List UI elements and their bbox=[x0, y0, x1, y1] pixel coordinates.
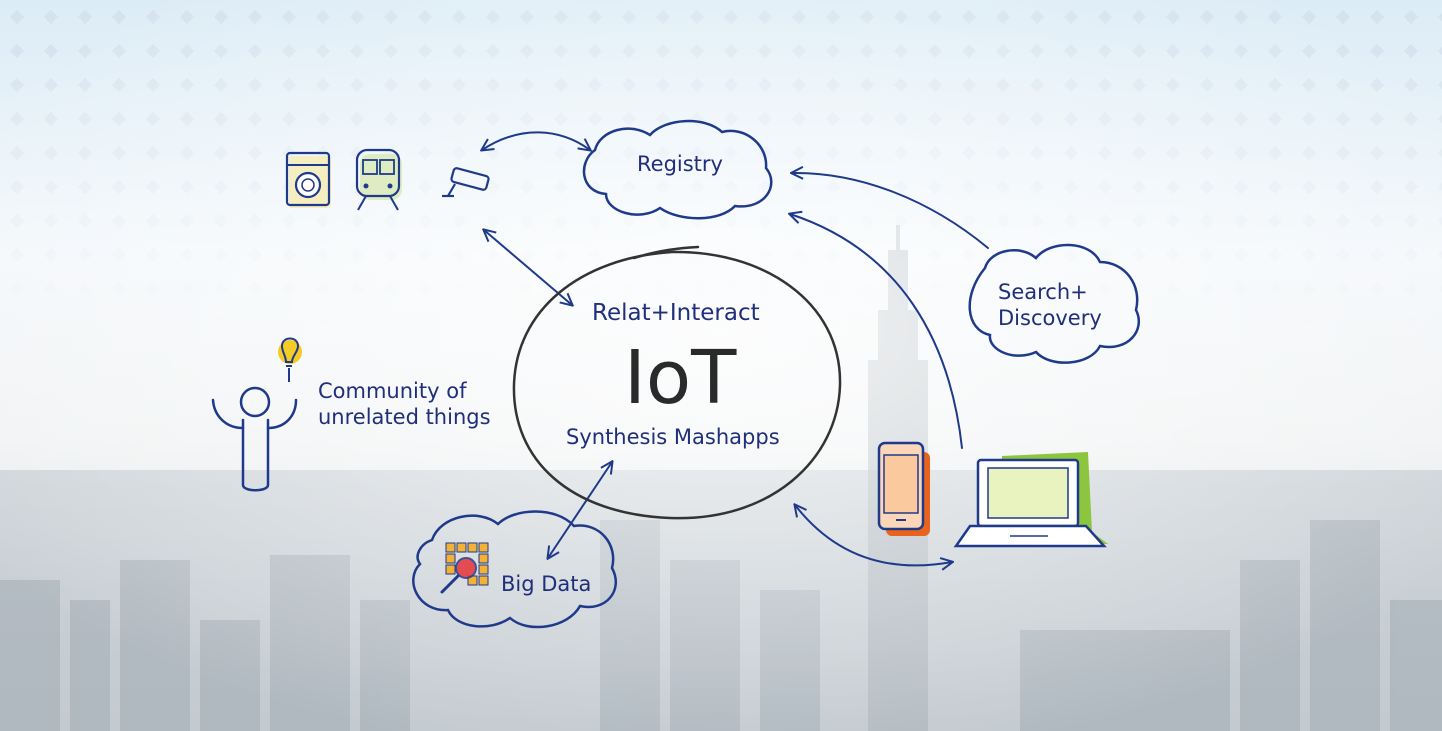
community-label: Community of unrelated things bbox=[318, 378, 491, 430]
center-main-text: IoT bbox=[624, 335, 737, 421]
security-camera-icon bbox=[442, 167, 490, 198]
community-label-line2: unrelated things bbox=[318, 405, 491, 429]
laptop-icon bbox=[953, 452, 1108, 548]
arrow-devices-registry bbox=[482, 131, 590, 150]
smartphone-icon bbox=[877, 441, 930, 536]
person-icon bbox=[211, 386, 298, 492]
search-cloud bbox=[968, 243, 1140, 364]
community-label-line1: Community of bbox=[318, 379, 467, 403]
big-data-cloud bbox=[412, 510, 618, 629]
center-bottom-text: Synthesis Mashapps bbox=[566, 425, 780, 449]
train-icon bbox=[355, 148, 402, 211]
arrow-laptop-registry bbox=[790, 214, 963, 449]
registry-cloud bbox=[582, 119, 773, 220]
arrow-iot-laptop bbox=[795, 505, 952, 565]
big-data-label: Big Data bbox=[501, 572, 592, 596]
arrow-devices-iot bbox=[484, 230, 572, 305]
registry-label: Registry bbox=[637, 152, 723, 176]
iot-center-circle bbox=[512, 245, 842, 520]
lightbulb-icon bbox=[278, 337, 302, 382]
search-label-line1: Search+ bbox=[998, 280, 1088, 304]
washing-machine-icon bbox=[285, 151, 331, 208]
arrow-iot-bigdata bbox=[548, 462, 612, 558]
arrow-search-registry bbox=[792, 173, 989, 249]
connector-arrows bbox=[482, 131, 989, 565]
search-label-line2: Discovery bbox=[998, 306, 1102, 330]
magnifier-grid-icon bbox=[440, 542, 489, 594]
center-top-text: Relat+Interact bbox=[592, 300, 760, 326]
search-discovery-label: Search+ Discovery bbox=[998, 279, 1102, 331]
